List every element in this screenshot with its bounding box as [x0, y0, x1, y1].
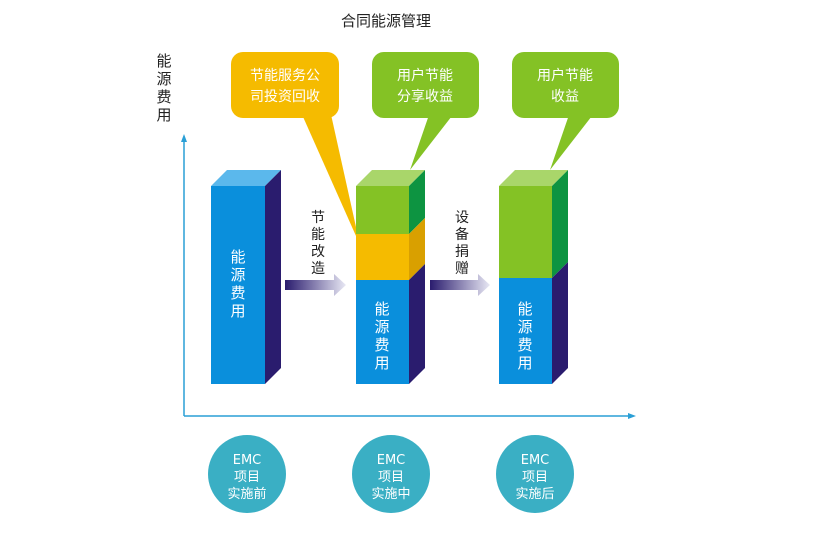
svg-text:实施后: 实施后 [515, 487, 554, 502]
svg-text:EMC: EMC [233, 453, 262, 468]
svg-text:用: 用 [230, 302, 245, 320]
svg-text:分享收益: 分享收益 [397, 88, 453, 105]
svg-text:能: 能 [517, 300, 532, 318]
svg-text:造: 造 [311, 261, 325, 277]
arrow-energy-retrofit: 节 能 改 造 [285, 210, 346, 296]
svg-text:EMC: EMC [521, 453, 550, 468]
svg-text:司投资回收: 司投资回收 [250, 89, 320, 105]
bar-before: 能 源 费 用 [211, 170, 281, 384]
svg-text:费: 费 [374, 336, 389, 354]
svg-text:项目: 项目 [522, 470, 548, 485]
diagram-title: 合同能源管理 [341, 12, 431, 30]
svg-text:赠: 赠 [455, 261, 469, 277]
svg-text:改: 改 [311, 244, 325, 260]
stage-after: EMC 项目 实施后 [496, 435, 574, 513]
svg-text:用: 用 [374, 354, 389, 372]
x-axis [184, 413, 636, 419]
svg-text:用户节能: 用户节能 [397, 67, 453, 84]
svg-text:源: 源 [517, 318, 532, 336]
svg-text:项目: 项目 [378, 470, 404, 485]
svg-text:项目: 项目 [234, 470, 260, 485]
svg-text:实施前: 实施前 [227, 486, 266, 502]
svg-text:实施中: 实施中 [371, 487, 410, 502]
y-axis-label: 能 源 费 用 [156, 52, 171, 124]
svg-text:费: 费 [156, 88, 171, 106]
stage-during: EMC 项目 实施中 [352, 435, 430, 513]
svg-text:源: 源 [374, 318, 389, 336]
callout-investment-recovery: 节能服务公 司投资回收 [231, 52, 360, 245]
svg-text:设: 设 [455, 210, 469, 226]
stage-before: EMC 项目 实施前 [208, 435, 286, 513]
svg-text:能: 能 [311, 227, 325, 243]
callout-user-shared-savings: 用户节能 分享收益 [372, 52, 479, 170]
svg-text:捐: 捐 [455, 244, 469, 260]
svg-text:收益: 收益 [551, 89, 579, 105]
svg-text:费: 费 [230, 284, 245, 302]
svg-text:能: 能 [230, 248, 245, 266]
arrow-equipment-donation: 设 备 捐 赠 [430, 210, 490, 296]
y-axis [181, 134, 187, 416]
svg-text:用户节能: 用户节能 [537, 67, 593, 84]
svg-text:用: 用 [156, 106, 171, 124]
svg-text:备: 备 [455, 226, 469, 243]
svg-text:源: 源 [156, 70, 171, 88]
svg-text:用: 用 [517, 354, 532, 372]
svg-text:能: 能 [156, 52, 171, 70]
svg-text:节能服务公: 节能服务公 [250, 68, 320, 84]
svg-text:源: 源 [230, 266, 245, 284]
bar-after: 能 源 费 用 [499, 170, 568, 384]
bar-during: 能 源 费 用 [356, 170, 425, 384]
svg-text:能: 能 [374, 300, 389, 318]
svg-text:节: 节 [311, 210, 325, 226]
callout-user-savings: 用户节能 收益 [512, 52, 619, 170]
svg-text:EMC: EMC [377, 453, 406, 468]
svg-text:费: 费 [517, 336, 532, 354]
